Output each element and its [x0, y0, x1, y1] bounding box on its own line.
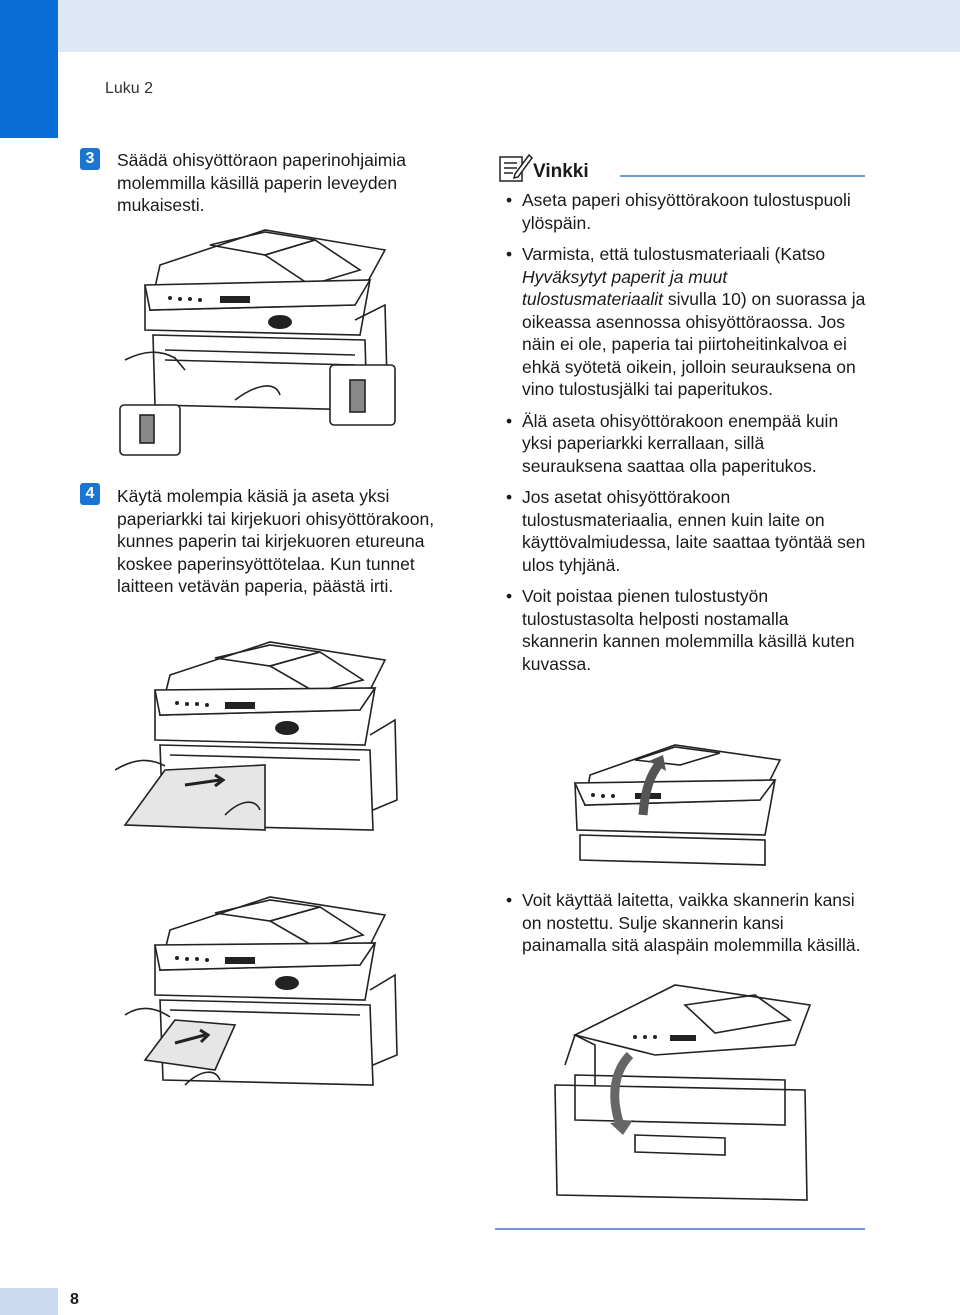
chapter-label: Luku 2 [105, 80, 154, 97]
printer-paper-feed-illustration [124, 896, 398, 1086]
note-bullet-2-tail: sivulla 10) on suorassa ja oikeassa asen… [522, 289, 866, 399]
step-number-4: 4 [80, 483, 100, 505]
step-3-text: Säädä ohisyöttöraon paperinohjaimia mole… [117, 150, 406, 215]
note-bullet-5: Voit poistaa pienen tulostustyön tulostu… [503, 585, 868, 675]
note-title: Vinkki [533, 161, 589, 182]
chapter-tab [0, 0, 58, 138]
printer-insert-paper-illustration [115, 641, 398, 831]
note-bullet-6: Voit käyttää laitetta, vaikka skannerin … [503, 889, 868, 957]
note-bullet-4: Jos asetat ohisyöttörakoon tulostusmater… [503, 486, 868, 576]
page-number: 8 [70, 1291, 79, 1308]
note-bullet-1: Aseta paperi ohisyöttörakoon tulostuspuo… [503, 189, 868, 234]
note-bullet-list-2: Voit käyttää laitetta, vaikka skannerin … [503, 889, 868, 966]
note-bullet-2: Varmista, että tulostusmateriaali (Katso… [503, 243, 868, 401]
printer-guides-illustration [119, 229, 396, 456]
scanner-cover-open-illustration [554, 984, 812, 1201]
note-bullet-2-text: Varmista, että tulostusmateriaali (Katso [522, 244, 826, 264]
note-bullet-3: Älä aseta ohisyöttörakoon enempää kuin y… [503, 410, 868, 478]
step-number-3: 3 [80, 148, 100, 170]
note-title-rule [620, 175, 865, 177]
header-band [58, 0, 960, 52]
pencil-note-icon [499, 153, 533, 182]
cross-reference: Hyväksytyt paperit ja muut tulostusmater… [522, 266, 728, 310]
footer-bar [0, 1288, 58, 1315]
note-bullet-list: Aseta paperi ohisyöttörakoon tulostuspuo… [503, 189, 868, 684]
note-bottom-rule [495, 1228, 865, 1230]
lift-scanner-cover-illustration [573, 744, 782, 866]
step-4-text: Käytä molempia käsiä ja aseta yksi paper… [117, 486, 435, 596]
